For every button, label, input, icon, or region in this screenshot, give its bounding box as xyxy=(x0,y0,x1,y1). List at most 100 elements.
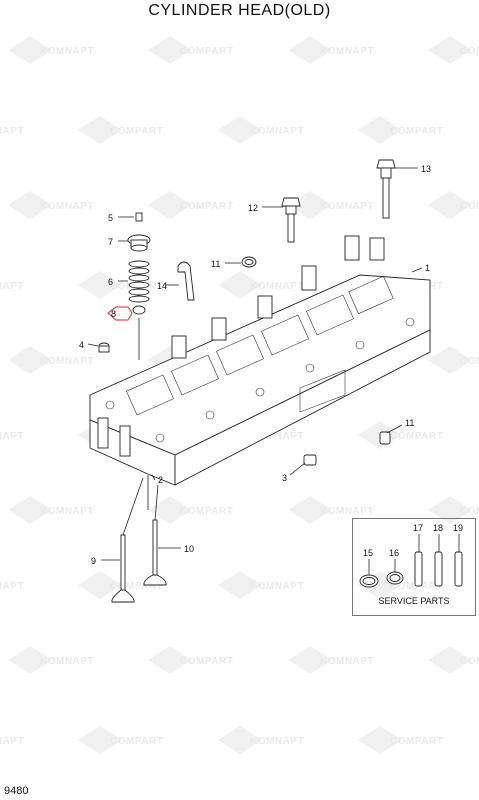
part-3-plug xyxy=(303,454,317,466)
part-16-seal xyxy=(386,571,404,585)
watermark-tile: KOMNAPT xyxy=(288,191,374,219)
watermark-text: KOMNAPT xyxy=(40,506,94,517)
watermark-text: COMPART xyxy=(180,201,233,212)
watermark-tile: COMPART xyxy=(428,191,479,219)
callout-8: 8 xyxy=(111,309,116,319)
watermark-text: COMPART xyxy=(460,656,479,667)
watermark-tile: KOMNAPT xyxy=(218,726,304,754)
watermark-logo-shape xyxy=(8,346,52,374)
watermark-logo-shape xyxy=(148,36,192,64)
callout-16: 16 xyxy=(389,548,399,558)
callout-15: 15 xyxy=(363,548,373,558)
watermark-text: COMPART xyxy=(180,506,233,517)
watermark-text: KOMNAPT xyxy=(250,581,304,592)
part-6-spring xyxy=(128,260,150,303)
watermark-tile: KOMNAPT xyxy=(0,126,24,137)
callout-12: 12 xyxy=(248,203,258,213)
watermark-logo-shape xyxy=(78,726,122,754)
watermark-tile: COMPART xyxy=(358,726,443,754)
watermark-logo-shape xyxy=(218,116,262,144)
callout-11-top: 11 xyxy=(211,259,220,269)
watermark-logo-shape xyxy=(218,726,262,754)
callout-3: 3 xyxy=(282,473,287,483)
part-9-valve xyxy=(111,534,135,603)
callout-6: 6 xyxy=(108,277,113,287)
callout-19: 19 xyxy=(453,523,463,533)
part-13-bolt xyxy=(376,159,396,219)
watermark-logo-shape xyxy=(218,571,262,599)
callout-2: 2 xyxy=(158,475,163,485)
watermark-text: KOMNAPT xyxy=(0,736,24,747)
service-parts-box xyxy=(352,518,476,616)
watermark-logo-shape xyxy=(288,191,332,219)
watermark-logo-shape xyxy=(218,271,262,299)
watermark-tile: KOMNAPT xyxy=(8,646,94,674)
watermark-text: KOMNAPT xyxy=(0,281,24,292)
watermark-tile: KOMNAPT xyxy=(218,571,304,599)
watermark-text: KOMNAPT xyxy=(40,46,94,57)
callout-labels: 1 2 3 4 5 6 7 8 9 10 11 11 12 13 14 15 1… xyxy=(79,164,463,566)
watermark-logo-shape xyxy=(288,646,332,674)
part-11-oring-top xyxy=(241,256,257,268)
watermark-logo-shape xyxy=(428,36,472,64)
callout-9: 9 xyxy=(91,556,96,566)
part-12-bolt xyxy=(281,197,301,243)
watermark-logo-shape xyxy=(78,271,122,299)
watermark-text: COMPART xyxy=(460,356,479,367)
part-18-guide xyxy=(434,551,443,587)
callout-14: 14 xyxy=(157,281,167,291)
watermark-tile: KOMNAPT xyxy=(8,346,94,374)
watermark-logo-shape xyxy=(8,646,52,674)
watermark-tile: COMPART xyxy=(428,346,479,374)
watermark-text: COMPART xyxy=(390,581,443,592)
watermark-tile: KOMNAPT xyxy=(288,646,374,674)
watermark-logo-shape xyxy=(78,116,122,144)
watermark-tile: COMPART xyxy=(78,271,163,299)
watermark-logo-shape xyxy=(148,191,192,219)
watermark-tile: KOMNAPT xyxy=(288,496,374,524)
watermark-logo-shape xyxy=(428,646,472,674)
watermark-tile: KOMNAPT xyxy=(0,736,24,747)
leader-lines xyxy=(87,167,460,574)
watermark-text: COMPART xyxy=(460,201,479,212)
part-11-oring-side xyxy=(379,431,391,445)
watermark-text: KOMNAPT xyxy=(320,46,374,57)
cylinder-head xyxy=(89,235,431,486)
watermark-text: KOMNAPT xyxy=(40,656,94,667)
callout-10: 10 xyxy=(184,544,194,554)
watermark-tile: COMPART xyxy=(428,646,479,674)
watermark-text: KOMNAPT xyxy=(250,281,304,292)
callout-1: 1 xyxy=(425,263,430,273)
callout-4: 4 xyxy=(79,340,84,350)
part-10-valve xyxy=(143,519,167,586)
callout-17: 17 xyxy=(413,523,423,533)
watermark-logo-shape xyxy=(428,346,472,374)
part-7-retainer xyxy=(127,234,151,252)
watermark-logo-shape xyxy=(358,726,402,754)
callout-13: 13 xyxy=(421,164,431,174)
watermark-text: KOMNAPT xyxy=(320,656,374,667)
watermark-text: KOMNAPT xyxy=(0,126,24,137)
part-15-seal xyxy=(359,574,379,588)
watermark-tile: COMPART xyxy=(148,36,233,64)
watermark-logo-shape xyxy=(288,36,332,64)
watermark-tile: COMPART xyxy=(148,191,233,219)
watermark-text: COMPART xyxy=(390,736,443,747)
watermark-tile: KOMNAPT xyxy=(218,116,304,144)
callout-5: 5 xyxy=(108,213,113,223)
watermark-logo-shape xyxy=(78,571,122,599)
part-5-keeper xyxy=(135,212,143,222)
watermark-tile: KOMNAPT xyxy=(8,191,94,219)
watermark-text: KOMNAPT xyxy=(0,581,24,592)
watermark-logo-shape xyxy=(8,191,52,219)
watermark-text: COMPART xyxy=(390,431,443,442)
part-14-tube xyxy=(177,261,195,301)
watermark-tile: COMPART xyxy=(78,571,163,599)
watermark-text: KOMNAPT xyxy=(0,431,24,442)
page-code: 9480 xyxy=(4,785,29,797)
watermark-logo-shape xyxy=(8,36,52,64)
watermark-text: KOMNAPT xyxy=(320,201,374,212)
watermark-tile: COMPART xyxy=(78,726,163,754)
watermark-tile: KOMNAPT xyxy=(0,281,24,292)
